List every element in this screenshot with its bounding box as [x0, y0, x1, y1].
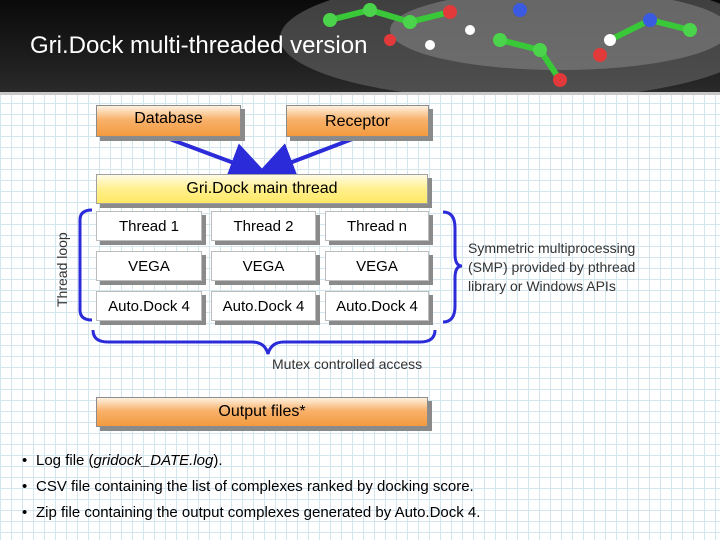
smp-note-line-2: (SMP) provided by pthread: [468, 259, 636, 275]
smp-note-line-3: library or Windows APIs: [468, 278, 616, 294]
list-item: •CSV file containing the list of complex…: [22, 478, 474, 495]
autodock-cell: Auto.Dock 4: [325, 291, 429, 321]
molecule-image: [280, 0, 720, 92]
vega-cell: VEGA: [211, 251, 316, 281]
smp-brace: [442, 210, 463, 324]
mutex-brace: [91, 329, 437, 355]
receptor-box: Receptor: [286, 105, 429, 137]
thread-1-cell: Thread 1: [96, 211, 202, 241]
database-box: Database: [96, 105, 241, 137]
title-banner: Gri.Dock multi-threaded version: [0, 0, 720, 95]
autodock-cell: Auto.Dock 4: [96, 291, 202, 321]
thread-loop-label: Thread loop: [54, 232, 70, 307]
autodock-cell: Auto.Dock 4: [211, 291, 316, 321]
database-arrow: [166, 136, 270, 181]
smp-note-line-1: Symmetric multiprocessing: [468, 240, 636, 256]
log-filename: gridock_DATE.log: [93, 452, 214, 469]
list-item: •Zip file containing the output complexe…: [22, 504, 481, 521]
list-item: •Log file (gridock_DATE.log).: [22, 452, 223, 469]
vega-cell: VEGA: [325, 251, 429, 281]
thread-n-cell: Thread n: [325, 211, 429, 241]
output-list: •Log file (gridock_DATE.log). •CSV file …: [22, 452, 480, 530]
thread-2-cell: Thread 2: [211, 211, 316, 241]
page-title: Gri.Dock multi-threaded version: [30, 32, 368, 59]
receptor-arrow: [254, 136, 356, 181]
mutex-label: Mutex controlled access: [272, 356, 423, 372]
main-thread-box: Gri.Dock main thread: [96, 174, 428, 204]
output-files-box: Output files*: [96, 397, 428, 427]
thread-loop-bracket: [78, 208, 93, 322]
vega-cell: VEGA: [96, 251, 202, 281]
